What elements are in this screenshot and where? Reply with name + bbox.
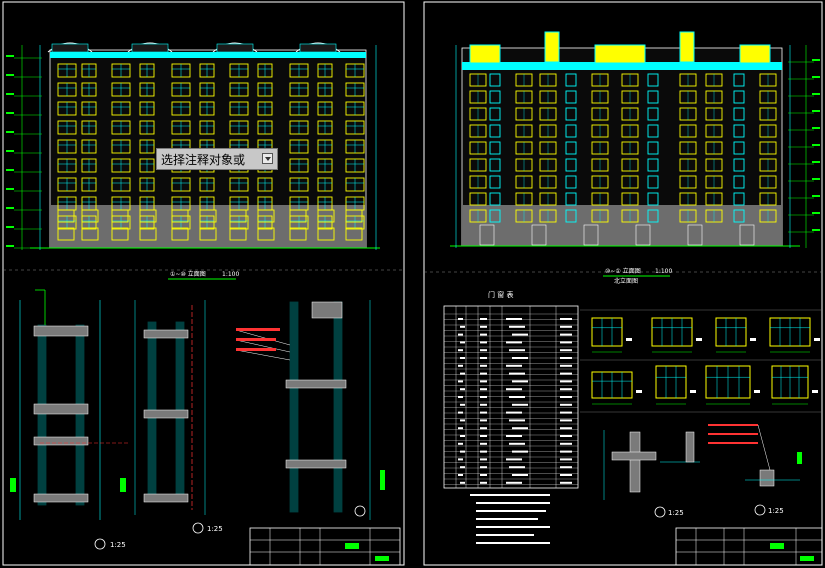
left-elevation-caption: ①~⑩ 立面图 (170, 270, 206, 278)
left-detail-marker-1 (94, 538, 106, 550)
left-wall-section-details[interactable] (10, 289, 385, 550)
right-elevation-scale: 1:100 (655, 268, 672, 275)
left-elevation-scale: 1:100 (222, 271, 239, 278)
right-detail-scale-1: 1:25 (668, 509, 684, 517)
right-detail-scale-2: 1:25 (768, 507, 784, 515)
front-elevation-drawing[interactable] (6, 42, 380, 250)
right-roof-band (462, 62, 782, 70)
right-title-block (675, 527, 823, 566)
right-elevation-subtitle: 北立面图 (614, 277, 638, 285)
schedule-notes (470, 494, 550, 544)
left-detail-scale-1: 1:25 (110, 541, 126, 549)
left-detail-scale-2: 1:25 (207, 525, 223, 533)
left-roof-gables (47, 42, 366, 58)
wall-section-1 (10, 289, 128, 520)
left-level-dimensions (6, 45, 377, 250)
wall-section-2 (134, 300, 206, 515)
command-tooltip[interactable]: 选择注释对象或 (156, 148, 278, 170)
left-title-block (249, 527, 401, 566)
window-type-details[interactable] (580, 309, 822, 413)
left-facade-base (50, 205, 366, 248)
right-level-dimensions (455, 45, 820, 248)
left-sheet-frame (2, 1, 405, 566)
right-sheet-frame (423, 1, 823, 566)
schedule-title: 门 窗 表 (488, 290, 513, 299)
tooltip-text: 选择注释对象或 (161, 152, 246, 167)
right-elevation-caption: ⑩~① 立面图 (605, 267, 641, 275)
right-window-grid (469, 73, 777, 246)
left-detail-marker-3 (354, 505, 366, 517)
wall-section-3 (235, 300, 385, 520)
right-wall-details (603, 424, 802, 518)
right-stair-towers (469, 31, 771, 64)
door-window-schedule-table[interactable] (443, 305, 579, 489)
rear-elevation-drawing[interactable] (450, 31, 820, 248)
dropdown-icon[interactable] (262, 153, 273, 164)
left-detail-marker-2 (192, 522, 204, 534)
